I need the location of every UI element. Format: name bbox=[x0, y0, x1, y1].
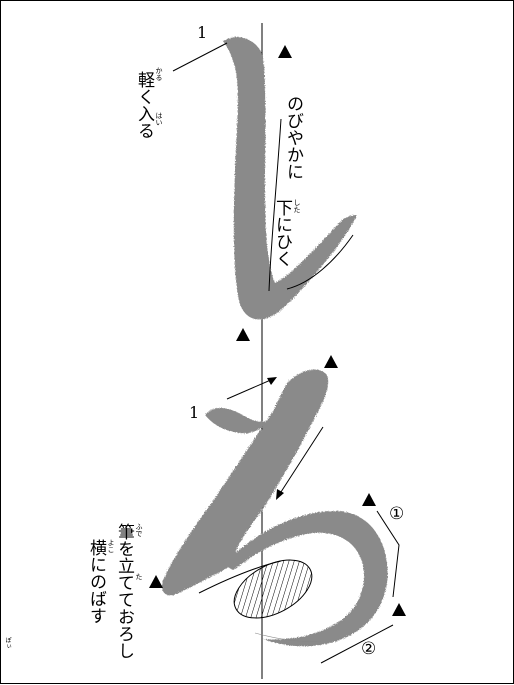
guide-line-shi-right bbox=[286, 234, 354, 290]
arrow-downward bbox=[276, 426, 324, 500]
ruby-down: した bbox=[293, 199, 301, 213]
brush-stroke-ro-hook bbox=[205, 408, 267, 434]
brush-stroke-ro-upper bbox=[161, 369, 329, 596]
guide-line-shi-left bbox=[268, 118, 282, 292]
brush-stroke-shi bbox=[223, 36, 357, 320]
ruby-horizontal: よこ bbox=[107, 539, 115, 553]
triangle-marker-2 bbox=[236, 328, 250, 341]
ruby-brush: ふで bbox=[135, 523, 143, 537]
annotation-light-entry: 軽く入る bbox=[134, 71, 154, 139]
part-number-1: ① bbox=[389, 504, 405, 524]
part-bracket-2 bbox=[320, 624, 394, 664]
triangle-marker-4 bbox=[362, 493, 376, 506]
edge-mark: ぽぃ bbox=[4, 637, 11, 649]
faint-trace bbox=[254, 632, 322, 642]
stroke-number-shi: 1 bbox=[197, 23, 208, 42]
leader-line-1 bbox=[172, 42, 228, 72]
stroke-number-ro: 1 bbox=[189, 403, 200, 422]
arrow-upward bbox=[226, 377, 277, 400]
ruby-light: かる bbox=[155, 67, 163, 81]
annotation-pull-down: 下にひく bbox=[272, 199, 292, 267]
triangle-marker-5 bbox=[149, 575, 163, 588]
annotation-horizontal: 横にのばす bbox=[86, 539, 106, 624]
guide-line-bowl bbox=[198, 560, 282, 594]
ruby-tate: た bbox=[135, 573, 143, 580]
triangle-marker-6 bbox=[392, 603, 406, 616]
ruby-entry: はい bbox=[155, 112, 163, 126]
triangle-marker-1 bbox=[278, 45, 292, 58]
part-number-2: ② bbox=[361, 639, 377, 659]
annotation-smooth: のびやかに bbox=[283, 95, 303, 180]
triangle-marker-3 bbox=[324, 355, 338, 368]
brush-stroke-ro-bowl bbox=[227, 511, 388, 647]
hatched-area bbox=[233, 559, 313, 619]
annotation-brush-upright: 筆を立てておろし bbox=[114, 523, 134, 659]
part-bracket-1 bbox=[376, 510, 400, 598]
